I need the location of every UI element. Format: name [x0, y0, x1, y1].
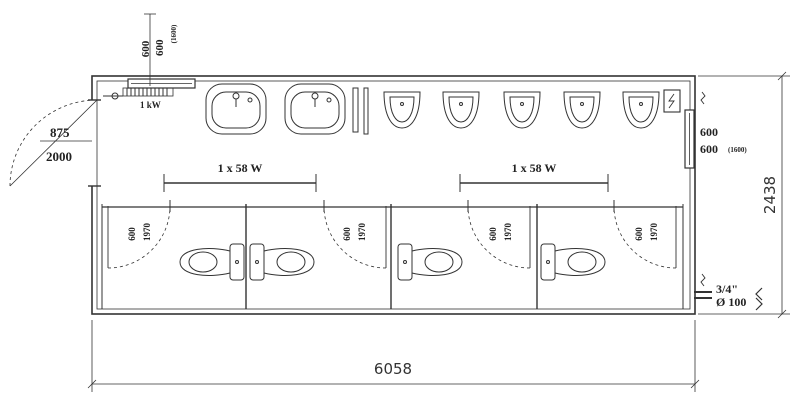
water-connection-label: 3/4" — [716, 282, 738, 296]
urinal-screen — [363, 87, 369, 135]
total-length-label: 6058 — [374, 360, 412, 378]
light-label: 1 x 58 W — [218, 161, 263, 175]
urinal — [442, 91, 480, 129]
washbasin — [284, 83, 346, 135]
toilet — [540, 243, 606, 281]
cubicle-door-height-label: 1970 — [503, 223, 513, 242]
entrance-door — [9, 99, 101, 187]
service-connections — [694, 273, 763, 311]
cubicle-door-height-label: 1970 — [649, 223, 659, 242]
window-right-width-label: 600 — [700, 125, 718, 139]
cubicle-door-width-label: 600 — [127, 227, 137, 241]
urinal — [503, 91, 541, 129]
urinal — [622, 91, 660, 129]
cubicle-door-width-label: 600 — [488, 227, 498, 241]
total-width-label: 2438 — [761, 176, 779, 214]
heater-label: 1 kW — [140, 100, 161, 110]
dimension-line-width — [698, 71, 790, 319]
electrical-panel — [663, 89, 681, 113]
door-height-label: 2000 — [46, 149, 72, 164]
cubicle-door-width-label: 600 — [634, 227, 644, 241]
cubicle-partitions — [101, 204, 684, 309]
window-right-height-label: 600 — [700, 142, 718, 156]
heater — [103, 87, 174, 100]
cubicle-door-width-label: 600 — [342, 227, 352, 241]
light-fitting — [163, 174, 317, 192]
light-label: 1 x 58 W — [512, 161, 557, 175]
shelf — [352, 87, 359, 133]
window-right-height-alt-label: (1600) — [728, 146, 747, 154]
urinal — [563, 91, 601, 129]
toilet — [397, 243, 463, 281]
cubicle-door — [467, 200, 531, 269]
toilet — [249, 243, 315, 281]
cubicle-door-height-label: 1970 — [142, 223, 152, 242]
window-top-height-alt-label: (1600) — [170, 24, 178, 43]
cubicle-door — [323, 200, 387, 269]
cubicle-door-height-label: 1970 — [357, 223, 367, 242]
cubicle-door — [613, 200, 677, 269]
drain-connection-label: Ø 100 — [716, 295, 746, 309]
window-top-height-label: 600 — [154, 39, 166, 56]
window-top-width-label: 600 — [140, 40, 152, 57]
urinal — [383, 91, 421, 129]
washbasin — [205, 83, 267, 135]
door-width-label: 875 — [50, 125, 70, 140]
toilet — [179, 243, 245, 281]
dimension-line-length — [87, 320, 700, 392]
cubicle-door — [107, 200, 171, 269]
light-fitting — [459, 174, 609, 192]
power-connection-symbol — [700, 91, 706, 105]
window-right — [684, 109, 695, 169]
container-walls — [91, 75, 696, 315]
